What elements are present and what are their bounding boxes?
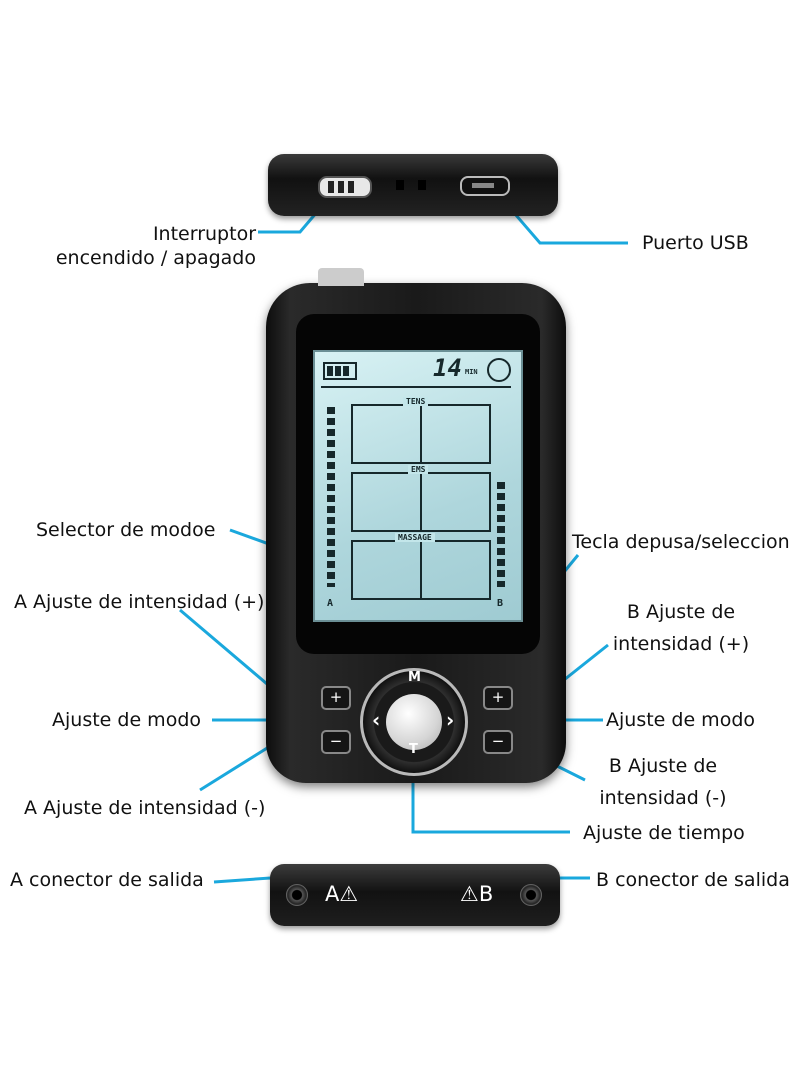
tens-panel: TENS <box>351 397 491 464</box>
label-mode-adjust-left: Ajuste de modo <box>52 709 202 731</box>
massage-label: MASSAGE <box>395 533 435 542</box>
label-b-intensity-minus: B Ajuste de intensidad (-) <box>599 755 727 809</box>
label-usb-port: Puerto USB <box>642 232 749 254</box>
mode-button[interactable]: M <box>408 670 421 685</box>
indicator-hole <box>418 180 426 190</box>
program-grid: TENS EMS MASSAGE <box>351 397 491 600</box>
pause-select-button[interactable] <box>386 694 442 750</box>
channel-b-label: B <box>497 598 504 609</box>
label-power-switch: Interruptor encendido / apagado <box>55 223 256 269</box>
b-output-jack[interactable] <box>520 884 542 906</box>
battery-icon <box>323 362 357 380</box>
label-mode-selector: Selector de modoe <box>36 519 216 541</box>
power-switch[interactable] <box>318 176 372 198</box>
clock-icon <box>487 358 511 382</box>
label-a-intensity-plus: A Ajuste de intensidad (+) <box>14 591 265 613</box>
a-output-jack[interactable] <box>286 884 308 906</box>
b-intensity-minus-button[interactable]: − <box>483 730 513 754</box>
mode-right-button[interactable]: › <box>446 708 455 732</box>
time-button[interactable]: T <box>409 742 418 757</box>
label-pause-key: Tecla depusa/seleccion <box>572 531 790 553</box>
ems-panel: EMS <box>351 465 491 532</box>
belt-clip <box>318 268 364 286</box>
label-time-adjust: Ajuste de tiempo <box>583 822 745 844</box>
label-a-output: A conector de salida <box>10 869 204 891</box>
channel-a-bar <box>327 407 335 587</box>
massage-panel: MASSAGE <box>351 533 491 600</box>
label-mode-adjust-right: Ajuste de modo <box>606 709 756 731</box>
lcd-display: 14 MIN A B TENS EMS MASSAGE <box>313 350 523 622</box>
lcd-divider <box>321 386 511 388</box>
lcd-time-unit: MIN <box>465 368 478 376</box>
channel-a-label: A <box>327 598 334 609</box>
tens-label: TENS <box>403 397 429 406</box>
channel-b-bar <box>497 482 505 587</box>
label-b-output: B conector de salida <box>596 869 790 891</box>
indicator-hole <box>396 180 404 190</box>
label-b-intensity-plus: B Ajuste de intensidad (+) <box>612 601 750 655</box>
device-top-view <box>268 154 558 216</box>
port-b-label: ⚠B <box>460 882 494 906</box>
device-bottom-view: A⚠ ⚠B <box>270 864 560 926</box>
a-intensity-plus-button[interactable]: + <box>321 686 351 710</box>
usb-port[interactable] <box>460 176 510 196</box>
label-a-intensity-minus: A Ajuste de intensidad (-) <box>24 797 266 819</box>
b-intensity-plus-button[interactable]: + <box>483 686 513 710</box>
a-intensity-minus-button[interactable]: − <box>321 730 351 754</box>
lcd-time: 14 <box>433 354 462 382</box>
mode-left-button[interactable]: ‹ <box>372 708 381 732</box>
port-a-label: A⚠ <box>325 882 359 906</box>
ems-label: EMS <box>408 465 429 474</box>
